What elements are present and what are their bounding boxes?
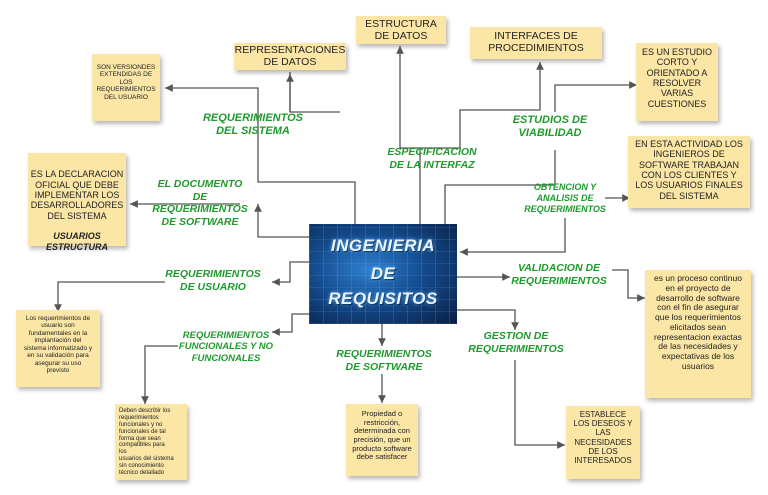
circuit-pattern [309, 224, 457, 324]
note-estructura: ESTRUCTURA DE DATOS [356, 16, 446, 44]
label-validacion: VALIDACION DE REQUERIMIENTOS [511, 262, 607, 287]
center-title-image: INGENIERIA DE REQUISITOS [309, 224, 457, 324]
label-req-software: REQUERIMIENTOS DE SOFTWARE [336, 348, 432, 373]
center-title-line2: DE [370, 264, 396, 283]
label-estudios: ESTUDIOS DE VIABILIDAD [512, 114, 588, 140]
link-proceso [612, 269, 645, 302]
link-versiones [165, 84, 259, 112]
link-req-usuario [272, 261, 310, 286]
label-especificacion: ESPECIFICACION DE LA INTERFAZ [387, 146, 477, 171]
link-establece [514, 360, 565, 449]
declaracion-text: ES LA DECLARACION OFICIAL QUE DEBE IMPLE… [30, 169, 124, 221]
note-funcionales-desc: Deben describir los requerimientos funci… [115, 404, 187, 480]
declaracion-bold-text: USUARIOS ESTRUCTURA [46, 231, 108, 252]
link-estudios [444, 150, 556, 224]
note-estudio-corto: ES UN ESTUDIO CORTO Y ORIENTADO A RESOLV… [636, 43, 718, 121]
note-versiones: SON VERSIONDES EXTENDIDAS DE LOS REQUERI… [92, 54, 160, 121]
note-establece: ESTABLECE LOS DESEOS Y LAS NECESIDADES D… [566, 406, 640, 479]
link-funcionales [272, 313, 310, 336]
note-usuario-desc: Los requerimientos de usuario son fundam… [16, 310, 100, 387]
link-documento [254, 204, 310, 238]
note-actividad: EN ESTA ACTIVIDAD LOS INGENIEROS DE SOFT… [628, 136, 750, 208]
link-obtencion [460, 218, 566, 256]
label-gestion: GESTION DE REQUERIMIENTOS [468, 330, 564, 355]
note-representaciones: REPRESENTACIONES DE DATOS [234, 43, 346, 70]
label-obtencion: OBTENCION Y ANALISIS DE REQUERIMIENTOS [524, 182, 606, 214]
link-gestion [457, 309, 519, 330]
center-title-line3: REQUISITOS [328, 289, 438, 308]
link-req-sistema [257, 145, 356, 224]
label-funcionales: REQUERIMIENTOS FUNCIONALES Y NO FUNCIONA… [178, 330, 274, 364]
link-usuario-desc [54, 281, 165, 312]
note-declaracion: ES LA DECLARACION OFICIAL QUE DEBE IMPLE… [28, 153, 126, 252]
note-propiedad: Propiedad o restricción, determinada con… [346, 404, 418, 476]
label-documento: EL DOCUMENTO DE REQUERIMIENTOS DE SOFTWA… [152, 178, 248, 228]
note-interfaces: INTERFACES DE PROCEDIMIENTOS [470, 27, 602, 59]
center-title-line1: INGENIERIA [330, 236, 436, 255]
link-funcionales-desc [141, 345, 178, 404]
label-req-sistema: REQUERIMIENTOS DEL SISTEMA [202, 112, 304, 138]
label-req-usuario: REQUERIMIENTOS DE USUARIO [165, 268, 261, 293]
link-interfaces [459, 62, 544, 148]
note-proceso: es un proceso continuo en el proyecto de… [645, 270, 751, 398]
link-estudio-corto [554, 81, 637, 112]
